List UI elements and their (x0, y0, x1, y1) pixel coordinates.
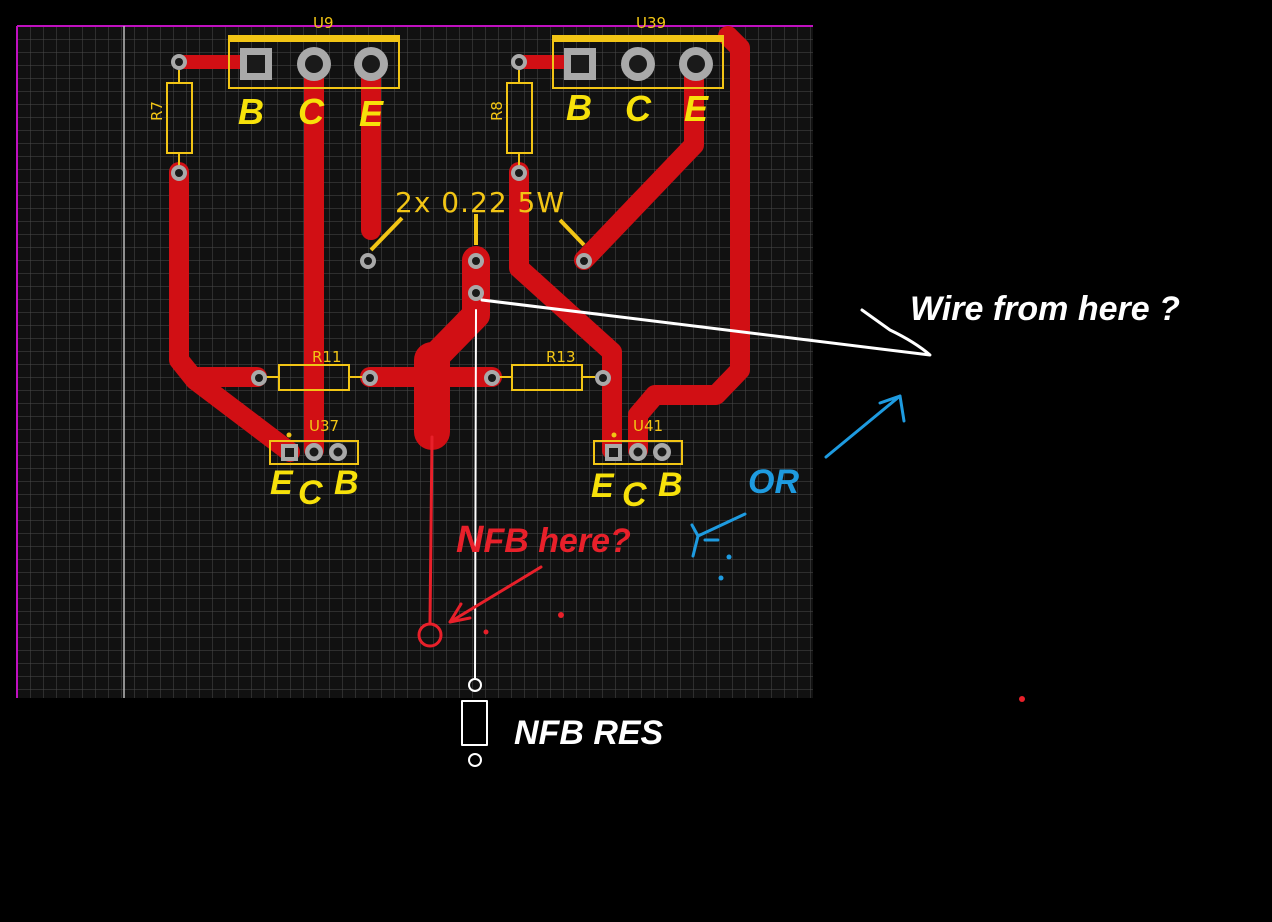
u41-pad-1-hole (609, 448, 618, 457)
u9-pin-label-e: E (359, 93, 384, 134)
u37-outline (269, 440, 359, 465)
u39-pin-label-e: E (684, 88, 709, 129)
nfb-question-first-letter: N (456, 519, 485, 561)
u39-pad-emitter-hole (687, 55, 705, 73)
u39-designator: U39 (636, 14, 666, 32)
r11-pad-left-hole (255, 374, 263, 382)
blue-dot-2 (718, 575, 724, 581)
track-u39-emitter (574, 54, 704, 270)
u41-designator: U41 (633, 417, 663, 435)
nfb-question-label: NFB here? (456, 519, 631, 561)
r13-pad-left-hole (488, 374, 496, 382)
u9-pin-label-b: B (238, 91, 264, 132)
u9-designator: U9 (313, 14, 334, 32)
blue-arrow-left (690, 512, 747, 558)
u9-pad-emitter-hole (362, 55, 380, 73)
u9-pin-label-c: C (298, 91, 325, 132)
emitter-resistor-pad-left-hole (364, 257, 372, 265)
u37-pin1-dot (286, 432, 292, 438)
r7-pad-bottom-hole (175, 169, 183, 177)
u37-pin-label-b: B (334, 464, 359, 502)
red-dot-3 (1019, 696, 1025, 702)
u39-pad-base-hole (571, 55, 589, 73)
u41-pin-label-b: B (658, 466, 683, 504)
u41-outline (593, 440, 683, 465)
nfb-red-pad (417, 622, 443, 648)
u39-pin-label-b: B (566, 87, 592, 128)
or-label: OR (748, 463, 799, 501)
r8-pad-bottom-hole (515, 169, 523, 177)
track-r7-to-u37 (169, 162, 300, 462)
u41-pad-3-hole (657, 447, 667, 457)
emitter-resistor-lead-left (369, 216, 404, 252)
nfb-red-wire (428, 435, 434, 625)
annotation-blue (690, 394, 906, 558)
annotation-red (417, 435, 543, 648)
u41-pad-2-hole (633, 447, 643, 457)
r7-designator: R7 (148, 101, 166, 121)
u37-pad-2-hole (309, 447, 319, 457)
output-node-pad-hole (472, 289, 480, 297)
wire-question-label: Wire from here ? (910, 290, 1180, 328)
emitter-resistor-value: 2x 0.22 5W (395, 186, 565, 219)
r7-pad-top-hole (175, 58, 183, 66)
r13-designator: R13 (546, 348, 576, 366)
u39-outline-tab (552, 35, 724, 42)
r13-pad-right-hole (599, 374, 607, 382)
u37-pin-label-e: E (270, 464, 294, 502)
r11-designator: R11 (312, 348, 342, 366)
wire-sketch-vertical (474, 309, 477, 679)
nfb-res-pad-top (468, 678, 482, 692)
emitter-resistor-lead-right (558, 218, 586, 247)
nfb-question-rest: FB here? (483, 522, 631, 560)
u9-outline-tab (228, 35, 400, 42)
nfb-res-label: NFB RES (514, 714, 664, 752)
u41-pin-label-e: E (591, 467, 615, 505)
u41-pin-label-c: C (622, 476, 647, 514)
silkscreen (166, 35, 724, 465)
nfb-res-body (461, 700, 488, 746)
u9-pad-base-hole (247, 55, 265, 73)
pads (171, 47, 713, 461)
u39-pad-collector-hole (629, 55, 647, 73)
emitter-resistor-pad-center-top-hole (472, 257, 480, 265)
u9-pad-collector-hole (305, 55, 323, 73)
nfb-red-arrow (448, 565, 543, 624)
blue-dot-1 (726, 554, 732, 560)
r8-designator: R8 (488, 101, 506, 121)
emitter-resistor-pad-right-hole (580, 257, 588, 265)
u37-pin-label-c: C (298, 474, 323, 512)
annotation-white (461, 298, 932, 767)
u37-pad-1-hole (285, 448, 294, 457)
red-dot-2 (558, 612, 564, 618)
u37-pad-3-hole (333, 447, 343, 457)
wire-sketch-line (480, 298, 932, 357)
u39-pin-label-c: C (625, 88, 652, 129)
r11-pad-right-hole (366, 374, 374, 382)
u41-pin1-dot (611, 432, 617, 438)
nfb-res-pad-bottom (468, 753, 482, 767)
u37-designator: U37 (309, 417, 339, 435)
blue-arrow-up (824, 394, 906, 459)
track-u39-collector (628, 26, 750, 460)
red-dot-1 (483, 629, 489, 635)
r8-pad-top-hole (515, 58, 523, 66)
